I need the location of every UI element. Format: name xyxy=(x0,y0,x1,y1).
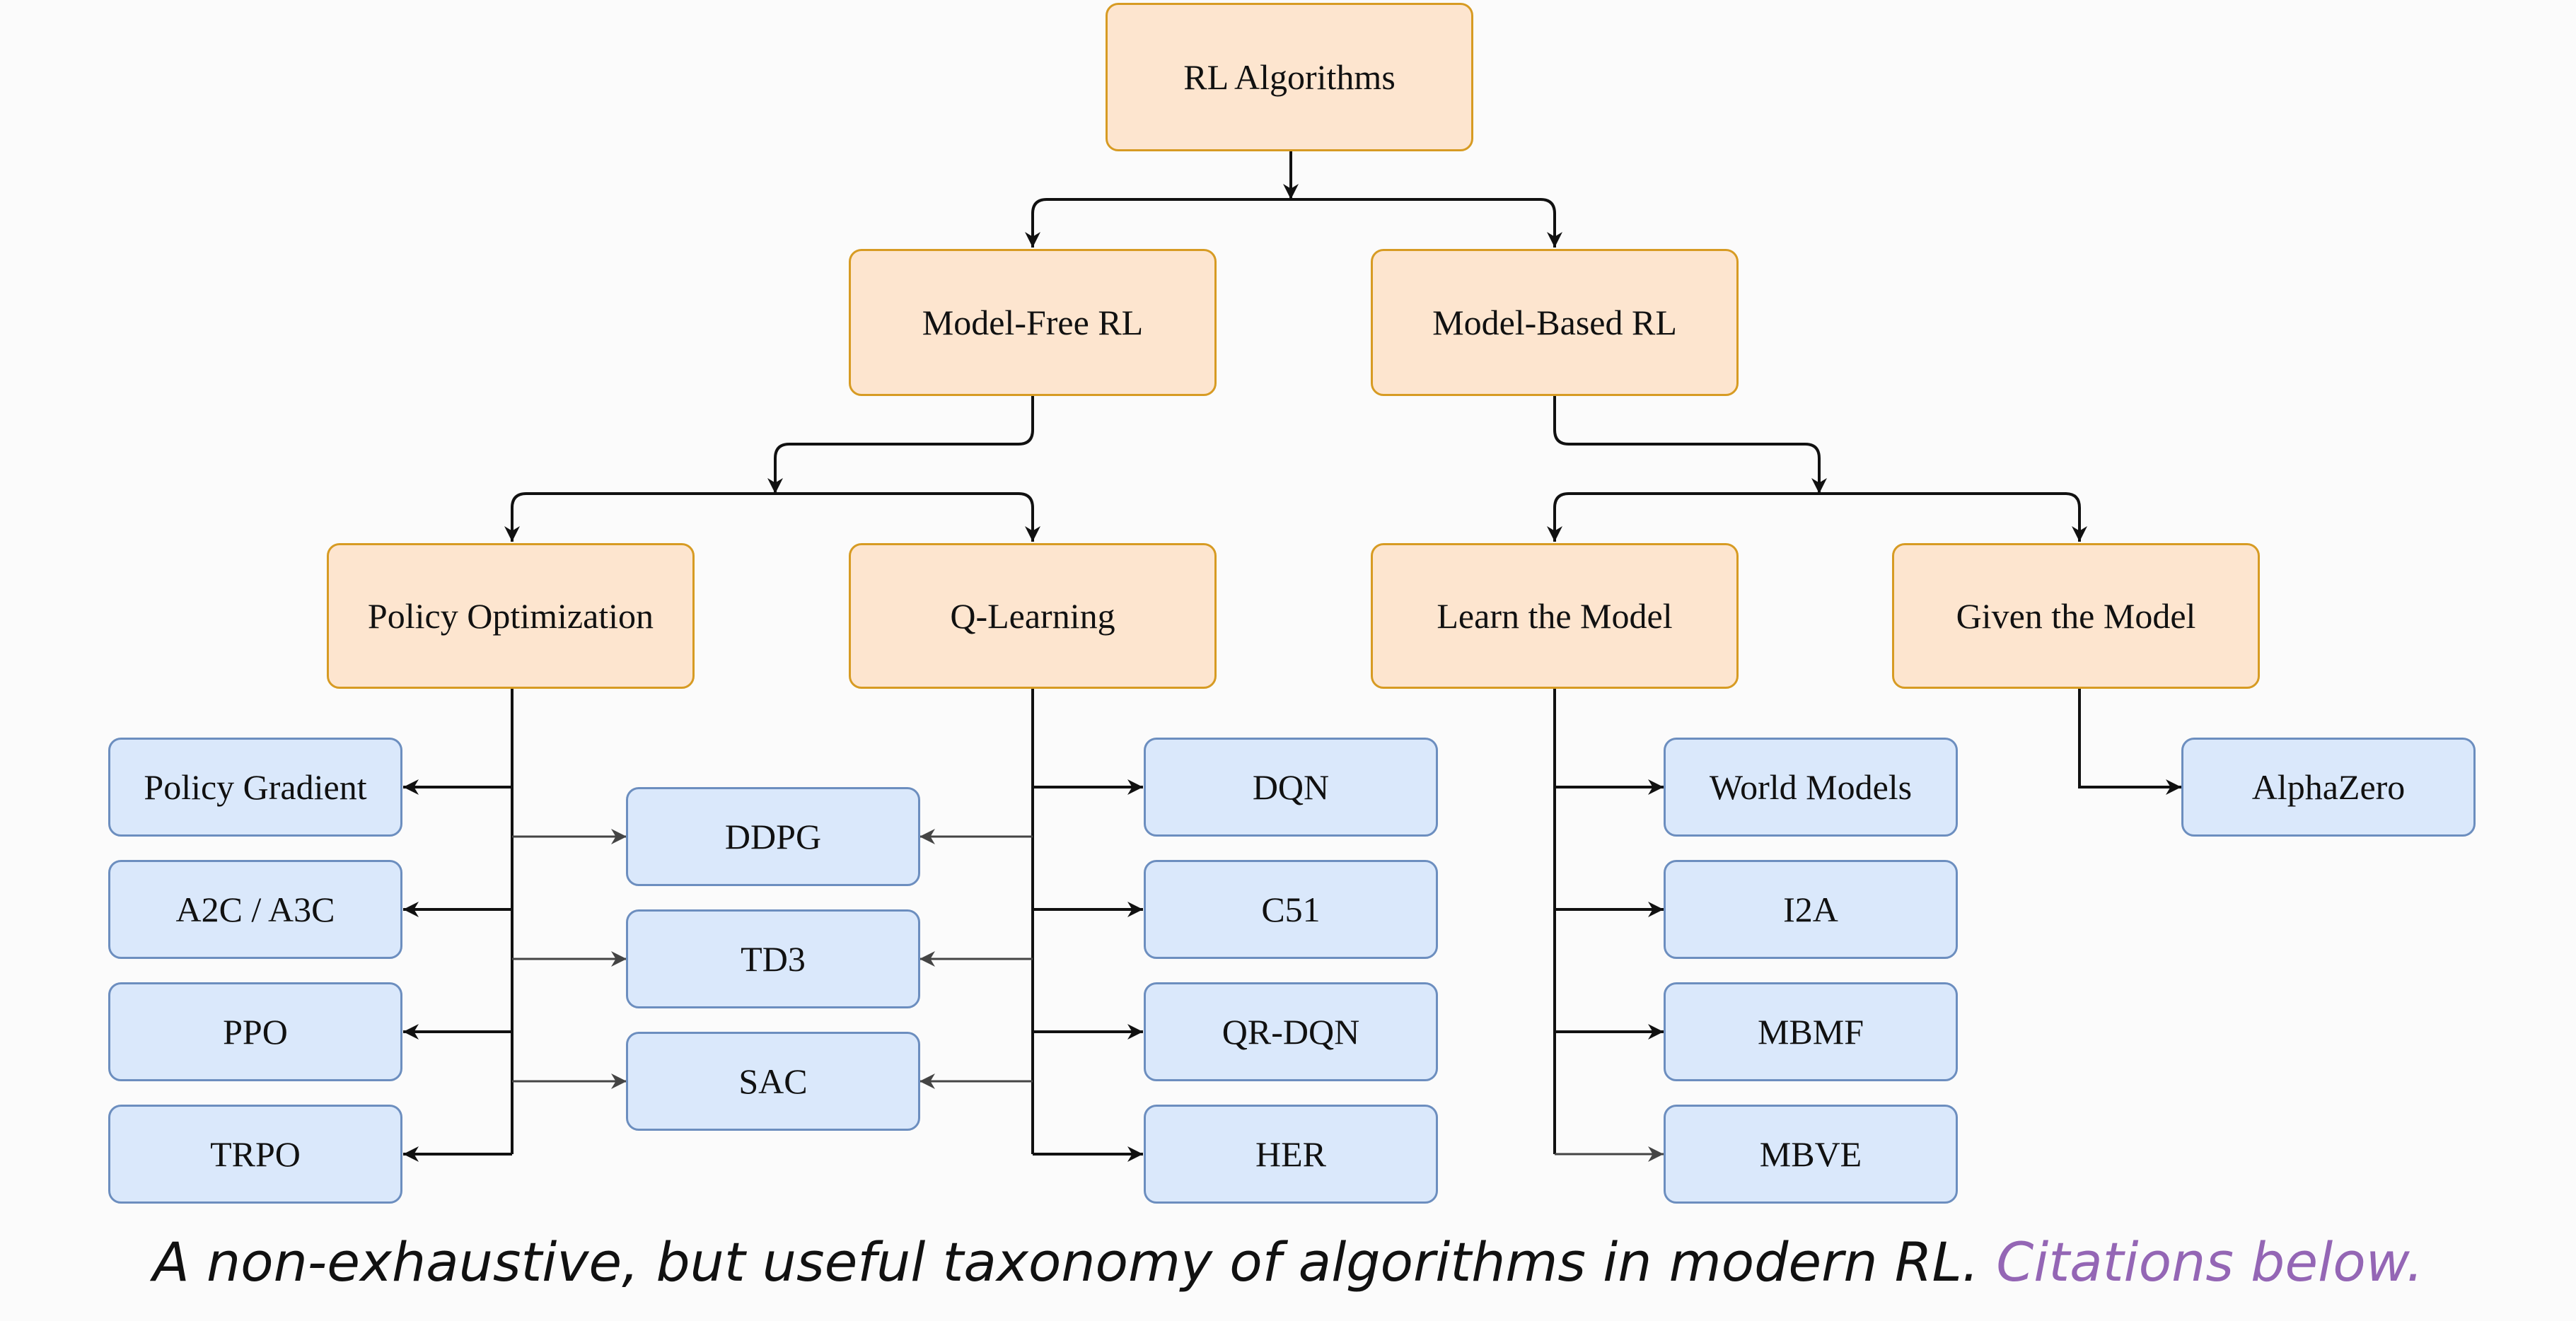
caption-text: A non-exhaustive, but useful taxonomy of… xyxy=(152,1230,1980,1293)
algo-dqn: DQN xyxy=(1144,738,1438,837)
algo-i2a: I2A xyxy=(1664,860,1958,959)
caption: A non-exhaustive, but useful taxonomy of… xyxy=(0,1230,2576,1293)
edge-gm-alphazero xyxy=(2078,689,2181,795)
algo-mbve: MBVE xyxy=(1664,1105,1958,1204)
node-model-based-rl: Model-Based RL xyxy=(1371,249,1739,396)
algo-alphazero: AlphaZero xyxy=(2181,738,2476,837)
edge-model-based-learn xyxy=(1547,492,1819,542)
node-model-free-rl: Model-Free RL xyxy=(849,249,1217,396)
algo-trpo: TRPO xyxy=(108,1105,402,1204)
citations-link[interactable]: Citations below. xyxy=(1996,1230,2424,1293)
edge-model-based-given xyxy=(1819,492,2087,542)
node-rl-algorithms: RL Algorithms xyxy=(1106,3,1473,151)
algo-mbmf: MBMF xyxy=(1664,982,1958,1081)
edge-root-model-based xyxy=(1291,198,1562,248)
node-given-the-model: Given the Model xyxy=(1892,543,2260,689)
algo-c51: C51 xyxy=(1144,860,1438,959)
algo-sac: SAC xyxy=(626,1032,920,1131)
edge-model-free-policy xyxy=(504,492,775,542)
node-learn-the-model: Learn the Model xyxy=(1371,543,1739,689)
algo-a2c-a3c: A2C / A3C xyxy=(108,860,402,959)
algo-ppo: PPO xyxy=(108,982,402,1081)
algo-ddpg: DDPG xyxy=(626,787,920,886)
edge-model-based-down xyxy=(1553,396,1827,494)
edge-model-free-down xyxy=(767,396,1034,494)
algo-her: HER xyxy=(1144,1105,1438,1204)
algo-qr-dqn: QR-DQN xyxy=(1144,982,1438,1081)
algo-world-models: World Models xyxy=(1664,738,1958,837)
node-q-learning: Q-Learning xyxy=(849,543,1217,689)
node-policy-optimization: Policy Optimization xyxy=(327,543,695,689)
algo-policy-gradient: Policy Gradient xyxy=(108,738,402,837)
edge-root-model-free xyxy=(1025,198,1291,248)
algo-td3: TD3 xyxy=(626,909,920,1008)
edge-model-free-q xyxy=(775,492,1040,542)
